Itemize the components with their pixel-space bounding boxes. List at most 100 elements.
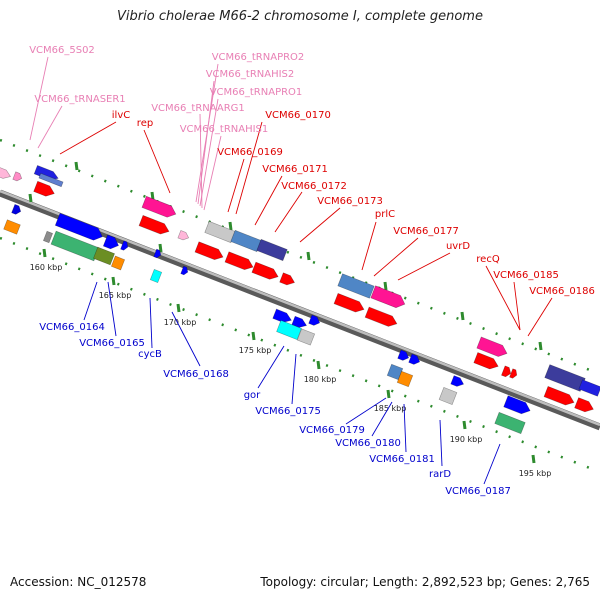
bottom-feature-label: VCM66_0180 [335,438,401,449]
gene-feature [141,195,177,218]
bottom-feature-label: VCM66_0165 [79,338,145,349]
bottom-feature-label-leader [345,397,387,425]
rna-label-leader [197,80,215,205]
ruler-tick-label: 160 kbp [30,263,63,272]
gene-feature [11,203,22,215]
ring-tick [538,341,543,351]
top-feature-label-leader [59,121,117,155]
bottom-feature-label: VCM66_0164 [39,322,105,333]
gene-feature [93,246,115,266]
bottom-feature-label-leader [403,403,407,453]
gene-feature [450,375,465,387]
top-feature-label-leader [527,297,553,337]
top-feature-label: uvrD [446,241,470,252]
ring-tick [158,243,163,253]
top-feature-label: recQ [476,254,500,265]
rna-label: VCM66_5S02 [29,45,95,56]
rna-label: VCM66_tRNAHIS2 [206,69,295,80]
bottom-feature-label: VCM66_0179 [299,425,365,436]
ring-tick [228,221,233,231]
ruler-tick [462,420,467,430]
ring-tick [383,281,388,291]
gene-feature [120,240,129,251]
gene-feature [543,386,575,406]
top-feature-label: VCM66_0186 [529,286,595,297]
ruler-tick-label: 180 kbp [304,375,337,384]
top-feature-label-leader [235,121,263,215]
top-feature-label-leader [254,175,283,226]
top-feature-label-leader [143,129,171,194]
gene-feature [177,230,190,241]
ruler-tick [176,303,181,313]
gene-feature [276,320,302,340]
bottom-feature-label: VCM66_0175 [255,406,321,417]
gene-feature [0,166,12,179]
top-feature-label-leader [397,252,451,281]
gene-feature [438,387,458,405]
top-feature-label-leader [373,237,419,277]
ruler-tick [386,389,391,399]
gene-feature [494,411,526,435]
gene-feature [54,212,103,241]
rna-label-leader [199,113,203,209]
top-feature-label: VCM66_0177 [393,226,459,237]
top-feature-label-leader [361,221,377,271]
bottom-feature-label: cycB [138,349,162,360]
bottom-feature-label-leader [439,419,443,467]
gene-feature [251,261,279,280]
bottom-feature-label-leader [291,353,297,405]
gene-feature [473,352,499,370]
gene-feature [408,353,421,365]
ring-tick [150,191,155,201]
gene-feature [256,238,288,262]
inner-ring [0,236,600,474]
gene-feature [364,306,398,327]
ruler-tick-label: 195 kbp [519,469,552,478]
ring-tick [28,193,33,203]
gene-feature [397,349,410,361]
top-feature-label: VCM66_0185 [493,270,559,281]
ruler-tick-label: 165 kbp [99,291,132,300]
gene-feature [149,269,163,283]
map-title: Vibrio cholerae M66-2 chromosome I, comp… [117,9,483,24]
ruler-tick-label: 190 kbp [450,435,483,444]
gene-feature [43,230,53,244]
rna-label: VCM66_tRNAPRO1 [210,87,303,98]
gene-feature [501,365,512,378]
ring-tick [306,251,311,261]
feature-labels: VCM66_5S02VCM66_tRNASER1VCM66_tRNAPRO2VC… [29,45,595,497]
gene-feature [370,285,406,309]
label-leaders [29,56,553,485]
gene-feature [272,308,292,323]
gene-feature [102,234,119,250]
rna-label-leader [29,56,49,141]
ruler-tick [531,454,536,464]
accession-text: Accession: NC_012578 [10,575,147,589]
gene-feature [333,293,365,313]
ruler-tick [251,331,256,341]
top-feature-label: VCM66_0172 [281,181,347,192]
gene-feature [544,364,586,392]
gene-feature [3,219,21,235]
bottom-feature-label-leader [171,311,201,367]
top-feature-label-leader [274,191,303,233]
topology-text: Topology: circular; Length: 2,892,523 bp… [260,575,590,589]
gene-feature [296,328,316,346]
gene-feature [204,220,236,244]
gene-feature [230,229,262,253]
outer-ring [0,138,600,376]
gene-feature [33,180,55,197]
gene-feature [308,314,321,326]
gene-feature [138,215,170,235]
gene-feature [337,273,375,299]
gene-feature [110,255,126,271]
ruler-tick [111,276,116,286]
gene-feature [396,370,414,388]
top-feature-label-leader [485,265,521,331]
bottom-feature-label: VCM66_0187 [445,486,511,497]
gene-features [0,165,600,435]
rna-label-leader [37,105,63,149]
bottom-feature-label-leader [149,297,153,349]
top-feature-label: prlC [375,209,395,220]
